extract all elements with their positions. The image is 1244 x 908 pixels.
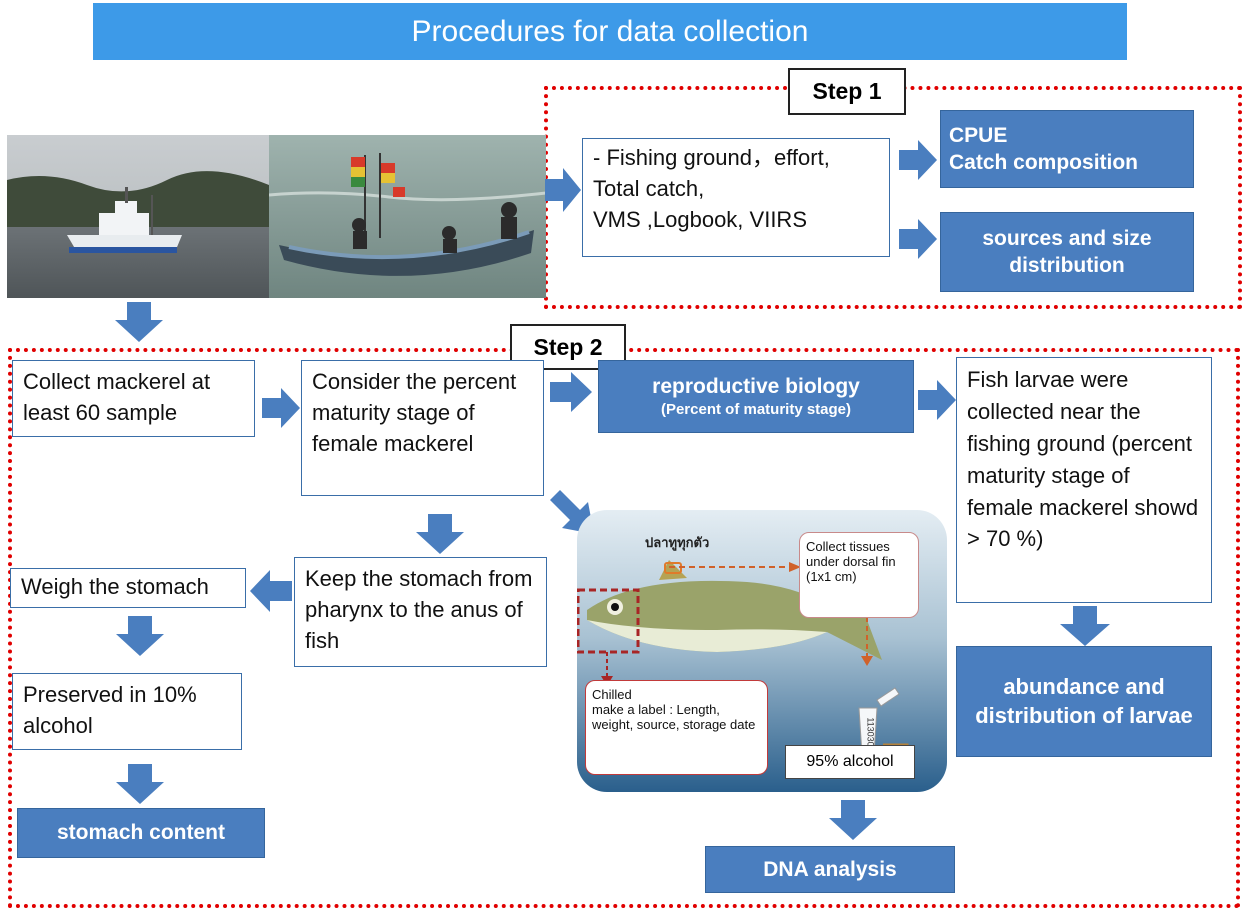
dna-analysis-box: DNA analysis — [705, 846, 955, 893]
arrow-right-icon — [550, 372, 592, 412]
arrow-down-icon — [116, 616, 164, 656]
page-title: Procedures for data collection — [93, 3, 1127, 60]
trawler-photo — [7, 135, 269, 298]
preserved-alcohol-box: Preserved in 10% alcohol — [12, 673, 242, 750]
step1-input-line: Total catch, — [593, 175, 705, 201]
arrow-down-icon — [416, 514, 464, 554]
arrow-down-icon — [1060, 606, 1110, 646]
arrow-right-icon — [545, 168, 581, 212]
arrow-down-icon — [116, 764, 164, 804]
sources-line: distribution — [1009, 254, 1125, 277]
chilled-text: make a label : Length, weight, source, s… — [592, 702, 756, 732]
chilled-label-note: Chilled make a label : Length, weight, s… — [585, 680, 768, 775]
abundance-distribution-box: abundance and distribution of larvae — [956, 646, 1212, 757]
cpue-line: Catch composition — [949, 151, 1139, 174]
arrow-right-icon — [899, 219, 937, 259]
arrow-down-icon — [115, 302, 163, 342]
stomach-content-box: stomach content — [17, 808, 265, 858]
weigh-stomach-box: Weigh the stomach — [10, 568, 246, 608]
longtail-boat-photo — [269, 135, 546, 298]
keep-stomach-box: Keep the stomach from pharynx to the anu… — [294, 557, 547, 667]
cpue-box: CPUE Catch composition — [940, 110, 1194, 188]
reproductive-title: reproductive biology — [652, 375, 860, 399]
step1-input-line: VMS ,Logbook, VIIRS — [593, 206, 807, 232]
reproductive-sub: (Percent of maturity stage) — [660, 401, 852, 419]
step1-input-box: - Fishing ground，effort, Total catch, VM… — [582, 138, 890, 257]
chilled-title: Chilled — [592, 687, 632, 702]
larvae-collected-box: Fish larvae were collected near the fish… — [956, 357, 1212, 603]
arrow-right-icon — [262, 388, 300, 428]
arrow-right-icon — [918, 380, 956, 420]
sources-size-box: sources and size distribution — [940, 212, 1194, 292]
step1-label: Step 1 — [788, 68, 906, 115]
arrow-left-icon — [250, 570, 292, 612]
collect-mackerel-box: Collect mackerel at least 60 sample — [12, 360, 255, 437]
thai-label: ปลาทูทุกตัว — [645, 535, 710, 550]
step1-input-line: - Fishing ground，effort, — [593, 145, 830, 170]
sources-line: sources and size — [982, 226, 1152, 250]
arrow-right-icon — [899, 140, 937, 180]
reproductive-biology-box: reproductive biology (Percent of maturit… — [598, 360, 914, 433]
collect-tissues-note: Collect tissues under dorsal fin (1x1 cm… — [799, 532, 919, 618]
cpue-line: CPUE — [949, 123, 1008, 147]
consider-maturity-box: Consider the percent maturity stage of f… — [301, 360, 544, 496]
arrow-down-icon — [829, 800, 877, 840]
alcohol-label: 95% alcohol — [785, 745, 915, 779]
